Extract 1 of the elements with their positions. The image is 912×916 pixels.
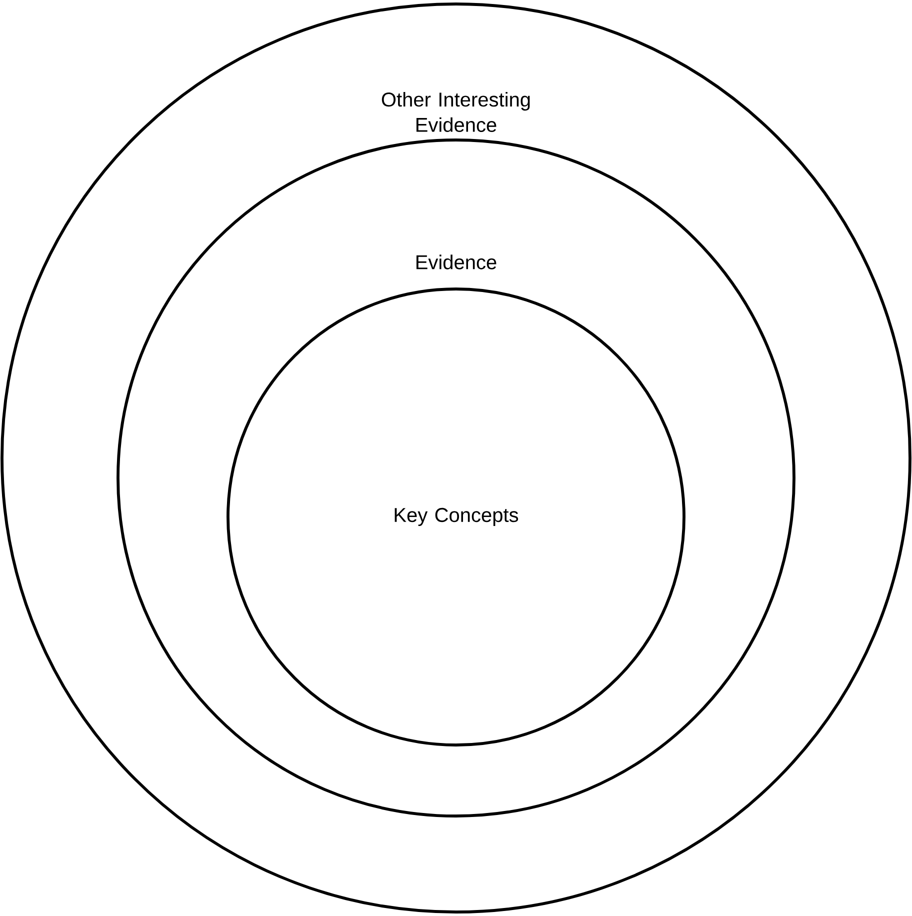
ring: Key Concepts — [226, 288, 686, 746]
